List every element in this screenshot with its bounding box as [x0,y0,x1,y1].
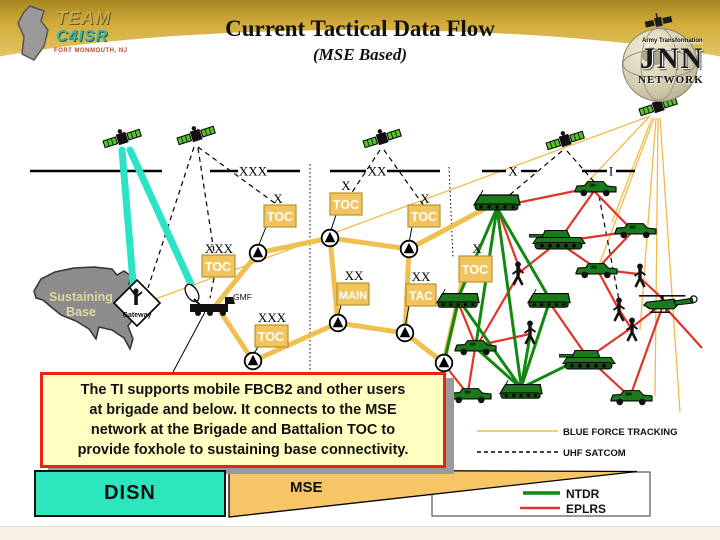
disn-box: DISN [34,470,226,517]
svg-text:XX: XX [345,268,364,283]
apc-icon [527,289,571,308]
sustaining-base-label-2: Base [66,305,96,319]
toc-box-brigade-2: X TOC [329,178,363,216]
logo-satellite-icon [644,13,673,28]
logo-tagline: Army Transformation [642,38,703,44]
apc-icon [473,190,521,211]
callout-line: provide foxhole to sustaining base conne… [77,442,409,458]
mse-node-icon [320,228,340,248]
svg-text:X: X [341,178,351,193]
svg-text:TOC: TOC [333,198,359,212]
tank-icon [559,350,616,370]
humvee-icon [449,388,492,404]
svg-text:TOC: TOC [411,210,437,224]
bft-legend-label: BLUE FORCE TRACKING [563,427,678,438]
svg-text:X: X [273,191,283,206]
ntdr-legend-label: NTDR [566,487,600,501]
soldier-icon [625,317,639,343]
legend: BLUE FORCE TRACKING UHF SATCOM NTDR EPLR… [477,427,678,516]
logo-location-text: FORT MONMOUTH, NJ [54,48,128,54]
logo-jnn-text: JNN [640,42,705,75]
title-block: Current Tactical Data Flow (MSE Based) [160,16,560,65]
jnn-network-logo: Army Transformation JNN NETWORK [612,12,718,104]
svg-text:X: X [472,241,482,256]
mse-node-icon [248,243,268,263]
svg-text:TOC: TOC [205,260,231,274]
pole-lines [172,214,413,373]
callout-box: The TI supports mobile FBCB2 and other u… [40,372,446,468]
toc-box-corps-1: XXX TOC [201,241,236,278]
svg-text:TOC: TOC [258,330,284,344]
callout-line: at brigade and below. It connects to the… [89,402,397,418]
command-post-boxes: X TOC X TOC X TOC XXX TOC X [201,178,493,348]
tac-box-division: XX TAC [405,269,437,307]
footer-strip [0,526,720,540]
flot-label-corps: XXX [239,164,268,179]
callout-line: The TI supports mobile FBCB2 and other u… [80,382,406,398]
satcom-beams [118,146,195,298]
gmf-label: GMF [233,292,252,302]
eplrs-legend-label: EPLRS [566,502,606,516]
uhf-satcom-lines [147,146,620,301]
flot-label-battalion: I [609,164,613,179]
globe-grid [622,13,696,101]
svg-text:X: X [420,191,430,206]
page-subtitle: (MSE Based) [313,45,407,64]
logo-c4isr-text: C4ISR [56,28,109,45]
mse-node-icon [243,351,263,371]
toc-box-brigade-3: X TOC [407,191,441,228]
satellite-icon [174,123,217,147]
humvee-icon [614,223,657,239]
mse-wedge [228,469,638,518]
gmf-truck-icon [183,282,236,317]
svg-text:TAC: TAC [409,289,433,303]
humvee-icon [575,263,618,279]
logo-team-text: TEAM [56,8,111,28]
svg-text:TOC: TOC [462,263,488,277]
toc-box-brigade-4: X TOC [458,241,493,283]
uhf-legend-label: UHF SATCOM [563,448,626,459]
satellite-icon [100,126,143,150]
callout-line: network at the Brigade and Battalion TOC… [90,422,396,438]
ntdr-mesh [443,207,587,390]
sustaining-base-label-1: Sustaining [49,290,113,304]
satellite-icon [360,126,403,150]
mse-label: MSE [290,479,323,496]
mse-node-icon [434,353,454,373]
svg-text:XX: XX [412,269,431,284]
mse-node-icon [395,323,415,343]
flot-label-brigade: X [508,164,518,179]
toc-box-corps-2: XXX TOC [254,310,289,348]
mse-node-icon [328,313,348,333]
page-title: Current Tactical Data Flow [225,16,495,41]
flot-echelon-labels: XXX XX X I [239,164,613,179]
soldier-icon [511,261,525,287]
team-c4isr-logo: TEAM C4ISR FORT MONMOUTH, NJ [4,4,164,70]
gateway-label: Gateway [123,312,152,319]
svg-text:XXX: XXX [205,241,234,256]
humvee-icon [610,390,653,406]
tank-icon [529,230,586,250]
main-box-division: XX MAIN [336,268,370,306]
toc-box-brigade-1: X TOC [263,191,297,228]
svg-text:MAIN: MAIN [339,290,367,302]
logo-network-text: NETWORK [638,74,704,86]
header-band [0,0,720,82]
svg-text:XXX: XXX [258,310,287,325]
new-jersey-icon [17,5,49,61]
gateway-icon: Gateway [112,278,162,328]
mse-node-icon [399,239,419,259]
svg-text:TOC: TOC [267,210,293,224]
flot-label-division: XX [368,164,387,179]
